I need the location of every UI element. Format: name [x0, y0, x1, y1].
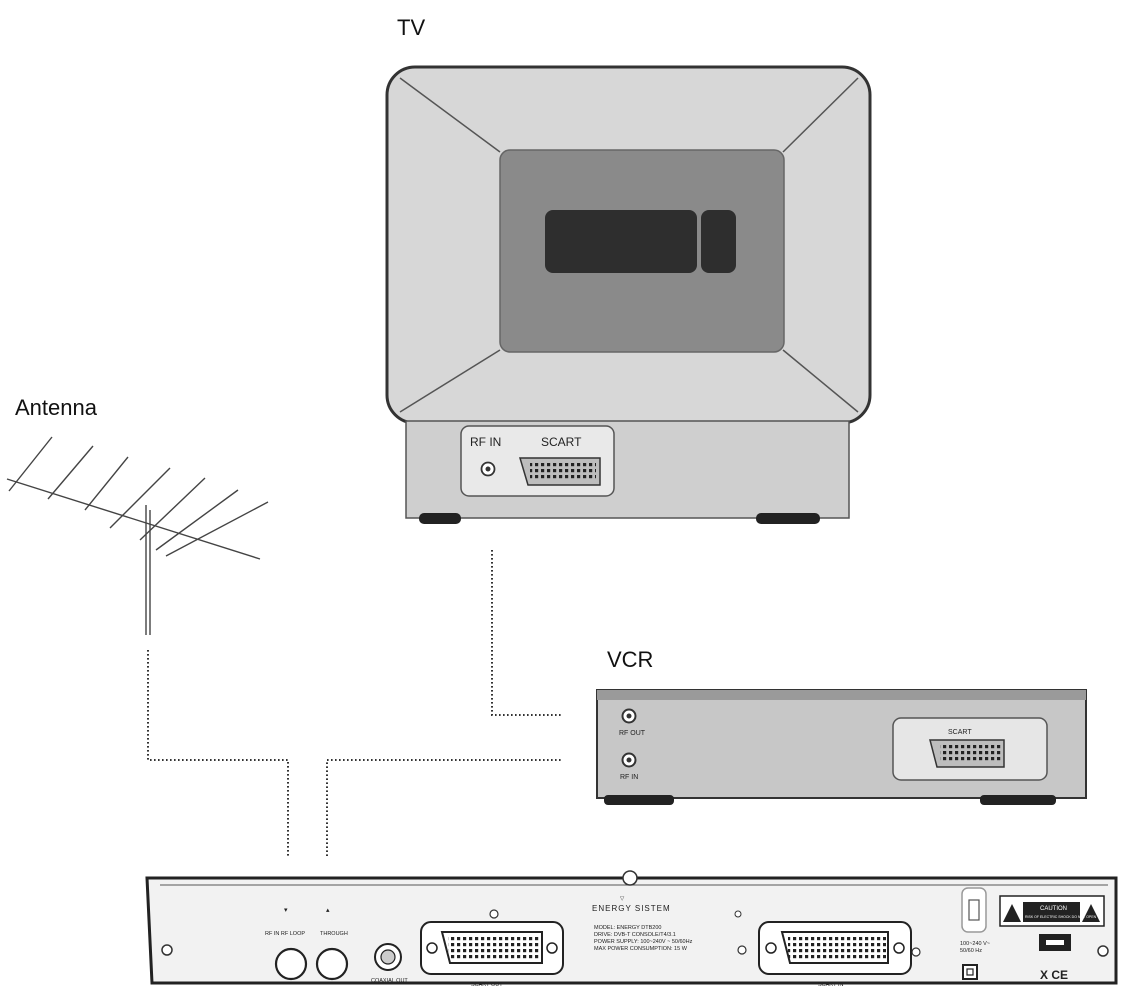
receiver-scart-out-label: SCART OUT: [471, 982, 503, 988]
receiver-power-spec-1: 100~240 V~: [960, 941, 990, 947]
receiver-rf-loop-port: [315, 947, 349, 981]
tv-scart-label: SCART: [541, 435, 582, 449]
receiver-spec-line-3: POWER SUPPLY: 100~240V ~ 50/60Hz: [594, 939, 693, 945]
antenna-label: Antenna: [15, 395, 98, 420]
receiver-spec-line-2: DRIVE: DVB-T CONSOLE/T4/3.1: [594, 932, 676, 938]
wire-receiver-to-vcr: [326, 759, 563, 856]
tv-label: TV: [397, 15, 425, 40]
warning-icon-right: [1082, 904, 1100, 922]
receiver-rf-in-port: [274, 947, 308, 981]
receiver-spec-line-4: MAX POWER CONSUMPTION: 15 W: [594, 946, 688, 952]
receiver-rf-in-loop-label: RF IN RF LOOP: [265, 931, 305, 937]
vcr-foot-right: [980, 795, 1056, 805]
tv-set: RF IN SCART: [385, 65, 872, 524]
tv-foot-right: [756, 513, 820, 524]
tv-rf-in-label: RF IN: [470, 435, 501, 449]
antenna: [6, 436, 269, 635]
receiver-power-spec-2: 50/60 Hz: [960, 948, 982, 954]
tv-screen-bar: [545, 210, 697, 273]
connection-wires: [147, 550, 563, 856]
caution-sub: RISK OF ELECTRIC SHOCK DO NOT OPEN: [1025, 915, 1097, 919]
tv-screen-block: [701, 210, 736, 273]
wire-antenna-to-receiver: [147, 650, 289, 856]
svg-text:▴: ▴: [326, 907, 330, 914]
vcr-foot-left: [604, 795, 674, 805]
receiver-back-panel: ▾ ▴ RF IN RF LOOP THROUGH COAXIAL OUT SC…: [145, 870, 1118, 988]
svg-text:▾: ▾: [284, 907, 288, 914]
receiver-through-label: THROUGH: [320, 931, 348, 937]
vcr: RF OUT RF IN SCART: [596, 689, 1087, 805]
vcr-scart-label: SCART: [948, 729, 972, 736]
vcr-label: VCR: [607, 647, 653, 672]
caution-title: CAUTION: [1040, 906, 1067, 912]
receiver-spec-line-1: MODEL: ENERGY DTB200: [594, 925, 661, 931]
svg-text:▽: ▽: [620, 896, 625, 902]
receiver-scart-in-label: SCART IN: [818, 982, 843, 988]
wire-tv-to-vcr: [491, 550, 563, 716]
warning-icon: [1003, 904, 1021, 922]
receiver-coaxial-label: COAXIAL OUT: [371, 978, 408, 984]
receiver-brand: ENERGY SISTEM: [592, 904, 671, 913]
tv-foot-left: [419, 513, 461, 524]
vcr-rf-in-label: RF IN: [620, 774, 638, 781]
certification-marks: X CE: [1040, 968, 1068, 982]
vcr-rf-out-label: RF OUT: [619, 730, 646, 737]
